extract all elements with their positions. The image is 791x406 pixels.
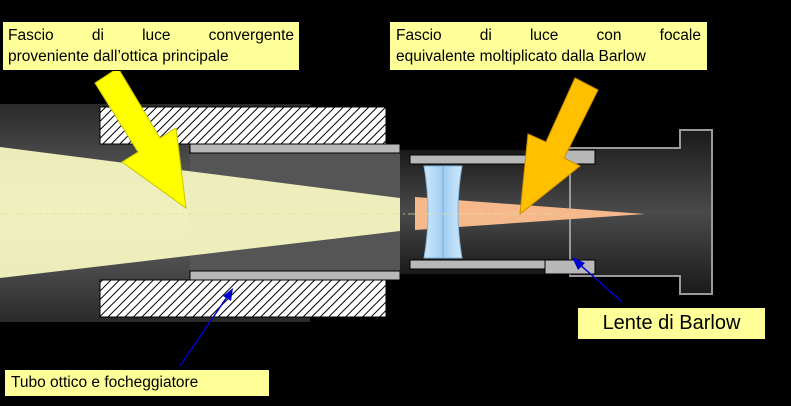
tube-label: Tubo ottico e focheggiatore [11, 374, 199, 391]
incoming-beam-line1: Fascio di luce convergente [8, 27, 294, 44]
barlow-beam-callout: Fascio di luce con focale equivalente mo… [389, 21, 708, 71]
barlow-barrel [569, 129, 713, 295]
focuser-housing-bottom [99, 279, 387, 318]
barlow-beam-line1: Fascio di luce con focale [396, 27, 701, 44]
converging-light-beam [0, 147, 400, 278]
barlow-lens-label: Lente di Barlow [602, 312, 741, 334]
big-orange-arrow [519, 77, 599, 216]
big-yellow-arrow [94, 67, 187, 210]
tube-pointer-arrow [179, 288, 233, 367]
barlow-lens-callout: Lente di Barlow [577, 307, 766, 340]
lens-pointer-arrow [572, 257, 623, 303]
incoming-beam-callout: Fascio di luce convergente proveniente d… [2, 21, 300, 71]
tube-callout: Tubo ottico e focheggiatore [4, 369, 270, 397]
barlow-beam-line2: equivalente moltiplicato dalla Barlow [396, 48, 646, 65]
incoming-beam-line2: proveniente dall’ottica principale [8, 48, 229, 65]
